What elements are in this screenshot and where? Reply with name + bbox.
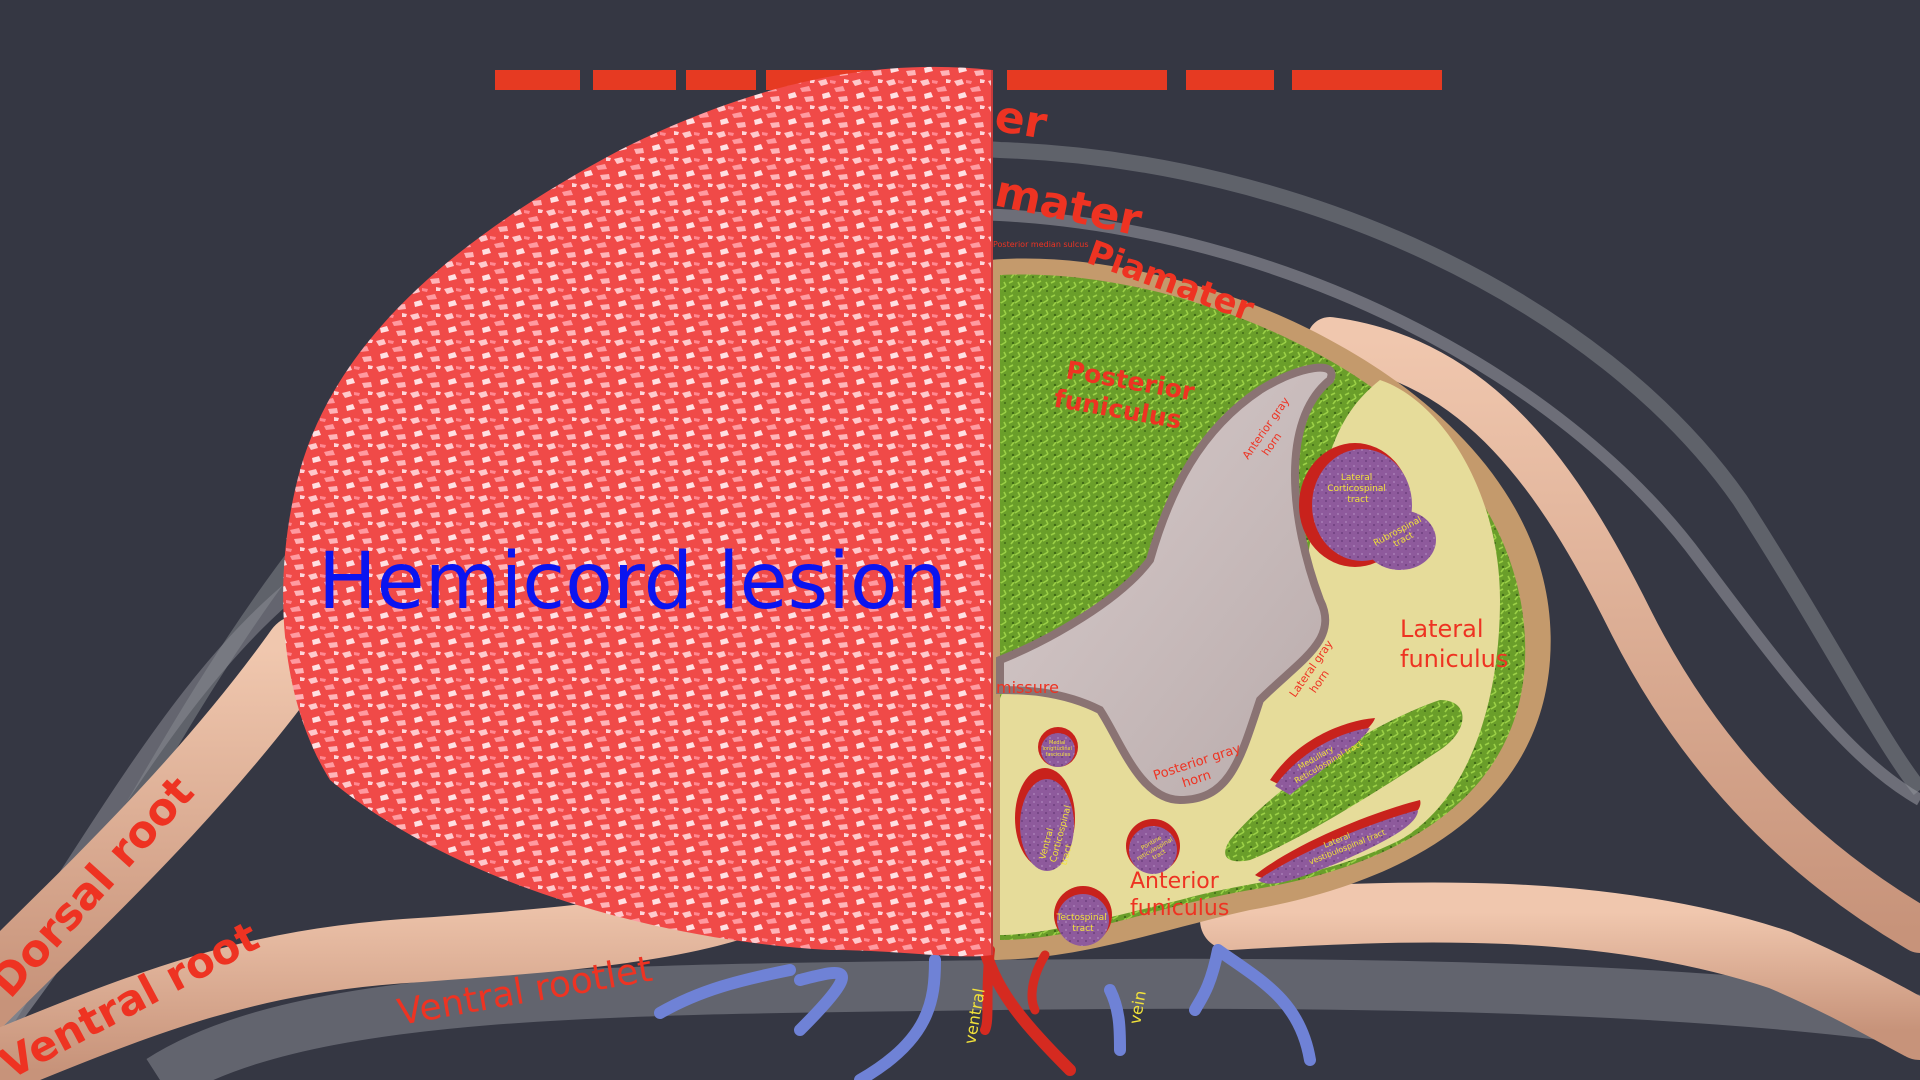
tracts bbox=[1015, 443, 1436, 946]
tectospinal-tract bbox=[1054, 886, 1112, 946]
lesion-label: Hemicord lesion bbox=[318, 537, 947, 627]
ventral-corticospinal-tract bbox=[1015, 768, 1075, 871]
lateral-corticospinal-tract bbox=[1299, 443, 1436, 570]
lateral-funiculus-label: Lateral funiculus bbox=[1400, 615, 1508, 673]
medullary-reticulospinal-tract bbox=[1270, 718, 1375, 795]
hemicord-lesion: Hemicord lesion bbox=[283, 66, 993, 957]
gray-matter bbox=[996, 363, 1336, 805]
lateral-corticospinal-label: Lateral Corticospinal tract bbox=[1327, 473, 1388, 505]
vessels bbox=[654, 924, 1316, 1080]
posterior-median-sulcus-label: Posterior median sulcus bbox=[993, 240, 1089, 249]
arachnoid-mater-label: mater bbox=[991, 166, 1147, 247]
medial-longitudinal-fasciculus bbox=[1038, 727, 1078, 767]
dura-mater-label: er bbox=[991, 91, 1051, 150]
commissure-label: missure bbox=[996, 678, 1059, 697]
right-ventral-root bbox=[1200, 882, 1920, 1060]
lateral-vestibulospinal-tract bbox=[1255, 800, 1421, 884]
medial-longitudinal-fasciculus-label: Medial longitudinal fasciculus bbox=[1042, 740, 1073, 758]
pontine-reticulospinal-tract bbox=[1126, 819, 1180, 874]
dorsal-root bbox=[0, 615, 335, 1029]
right-dorsal-root bbox=[1307, 317, 1920, 953]
tectospinal-label: Tectospinal tract bbox=[1056, 913, 1110, 934]
anterior-funiculus-label: Anterior funiculus bbox=[1130, 869, 1229, 921]
